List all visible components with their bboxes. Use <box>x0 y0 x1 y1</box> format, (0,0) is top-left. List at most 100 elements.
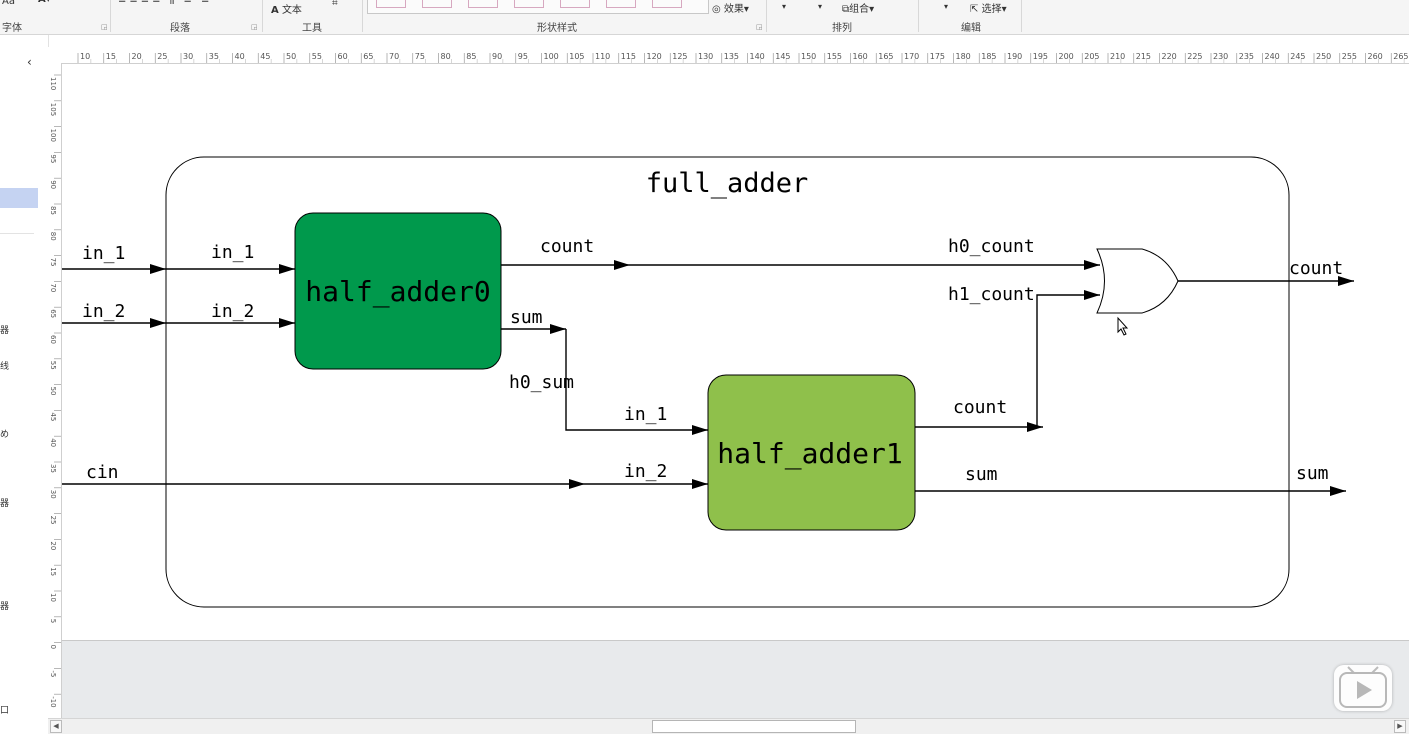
or-gate[interactable] <box>1096 248 1179 314</box>
arrange-group-label: 排列 <box>832 23 852 34</box>
ruler-tick-label: 165 <box>878 52 893 61</box>
connector-tool-icon[interactable]: ⌗ <box>332 0 338 9</box>
scrollbar-thumb[interactable] <box>652 720 856 733</box>
ruler-tick-label: 5 <box>49 619 57 623</box>
selected-panel-item[interactable] <box>0 188 38 208</box>
horizontal-scrollbar[interactable]: ◀ ▶ <box>48 718 1409 734</box>
ruler-tick-label: 125 <box>672 52 687 61</box>
paragraph-align-icons[interactable]: ≡≡≡≡ ⫼ ≡ ≡ <box>118 0 213 6</box>
label-h0-sum: h0_sum <box>509 372 574 393</box>
half-adder0-block[interactable] <box>294 212 502 370</box>
ruler-tick-label: 100 <box>49 129 57 142</box>
ruler-tick-label: 20 <box>132 52 142 61</box>
ruler-tick-label: 0 <box>49 645 57 649</box>
ruler-tick-label: 20 <box>49 541 57 550</box>
ruler-tick-label: 45 <box>49 412 57 421</box>
label-in1-external: in_1 <box>82 243 125 264</box>
select-button[interactable]: ⇱ 选择▾ <box>970 4 1007 15</box>
shape-style-gallery[interactable] <box>367 0 709 14</box>
ruler-tick-label: 90 <box>49 180 57 189</box>
label-ha0-sum: sum <box>510 307 543 328</box>
canvas-pasteboard <box>62 640 1409 719</box>
label-ha1-sum: sum <box>965 464 998 485</box>
ruler-tick-label: 55 <box>49 361 57 370</box>
ruler-tick-label: 235 <box>1239 52 1254 61</box>
vertical-ruler-ticks: 1101051009590858075706560555045403530252… <box>49 74 61 708</box>
text-tool-label: 文本 <box>281 5 302 16</box>
tools-group-label: 工具 <box>302 23 322 34</box>
ruler-tick-label: 265 <box>1393 52 1408 61</box>
ruler-tick-label: 220 <box>1162 52 1177 61</box>
ruler-tick-label: 60 <box>338 52 348 61</box>
collapse-panel-icon[interactable]: ‹ <box>27 55 32 69</box>
full-adder-container[interactable] <box>165 156 1290 608</box>
text-tool-icon: A <box>271 5 279 16</box>
ruler-tick-label: 200 <box>1059 52 1074 61</box>
edit-group-label: 编辑 <box>961 23 981 34</box>
ruler-tick-label: 10 <box>80 52 90 61</box>
ruler-tick-label: 120 <box>647 52 662 61</box>
ruler-tick-label: 225 <box>1187 52 1202 61</box>
panel-item[interactable]: め <box>0 430 10 440</box>
ruler-tick-label: 145 <box>775 52 790 61</box>
label-ha1-in1: in_1 <box>624 404 667 425</box>
ruler-tick-label: 180 <box>956 52 971 61</box>
full-adder-diagram: full_adder half_adder0 half_adder1 <box>62 156 1354 608</box>
ruler-tick-label: 185 <box>981 52 996 61</box>
label-h1-count: h1_count <box>948 284 1035 305</box>
drawing-canvas[interactable]: full_adder half_adder0 half_adder1 <box>62 64 1409 640</box>
ruler-tick-label: 195 <box>1033 52 1048 61</box>
ruler-tick-label: 240 <box>1265 52 1280 61</box>
paragraph-dialog-launcher-icon[interactable]: ◲ <box>251 23 258 31</box>
group-button[interactable]: ⧉组合▾ <box>842 4 875 15</box>
panel-item[interactable]: 线 <box>0 362 10 372</box>
text-tool-button[interactable]: A 文本 <box>271 1 302 16</box>
paragraph-group-label: 段落 <box>170 23 190 34</box>
ruler-tick-label: 75 <box>49 258 57 267</box>
ruler-tick-label: 75 <box>415 52 425 61</box>
ruler-tick-label: 100 <box>544 52 559 61</box>
ruler-tick-label: -5 <box>49 670 57 677</box>
label-ha0-in1: in_1 <box>211 242 254 263</box>
ruler-tick-label: 80 <box>441 52 451 61</box>
ruler-tick-label: 70 <box>389 52 399 61</box>
ruler-tick-label: 105 <box>49 103 57 116</box>
video-play-button[interactable] <box>1334 665 1392 711</box>
font-size-dropdown[interactable]: Aa <box>2 0 15 7</box>
font-dialog-launcher-icon[interactable]: ◲ <box>101 23 108 31</box>
position-dropdown-icon[interactable]: ▾ <box>818 2 823 11</box>
shape-styles-launcher-icon[interactable]: ◲ <box>756 23 763 31</box>
wire-h1-count <box>1036 290 1100 427</box>
font-color-icon[interactable]: A▾ <box>38 0 51 5</box>
ruler-tick-label: 205 <box>1084 52 1099 61</box>
ruler-tick-label: 150 <box>801 52 816 61</box>
label-in2-external: in_2 <box>82 301 125 322</box>
ribbon-toolbar: Aa A▾ 字体 ◲ ≡≡≡≡ ⫼ ≡ ≡ 段落 ◲ A 文本 ⌗ 工具 ◎ 效… <box>0 0 1409 35</box>
panel-item[interactable]: 口 <box>0 706 10 716</box>
ruler-tick-label: 80 <box>49 232 57 241</box>
edit-dropdown-icon[interactable]: ▾ <box>944 2 949 11</box>
ruler-tick-label: 50 <box>49 387 57 396</box>
effects-button[interactable]: ◎ 效果▾ <box>712 4 749 15</box>
shape-styles-group-label: 形状样式 <box>537 23 577 34</box>
ruler-tick-label: 40 <box>49 438 57 447</box>
ruler-tick-label: 85 <box>49 206 57 215</box>
font-group-label: 字体 <box>2 23 22 34</box>
label-out-sum: sum <box>1296 463 1329 484</box>
ruler-tick-label: 90 <box>492 52 502 61</box>
panel-item[interactable]: 器 <box>0 602 10 612</box>
scroll-right-arrow-icon[interactable]: ▶ <box>1394 720 1406 733</box>
group-icon: ⧉ <box>842 4 850 15</box>
scroll-left-arrow-icon[interactable]: ◀ <box>50 720 62 733</box>
ruler-tick-label: 95 <box>49 154 57 163</box>
label-h0-count: h0_count <box>948 236 1035 257</box>
arrange-dropdown-icon[interactable]: ▾ <box>782 2 787 11</box>
ruler-tick-label: 15 <box>106 52 116 61</box>
select-cursor-icon: ⇱ <box>970 4 979 15</box>
ruler-tick-label: 155 <box>827 52 842 61</box>
half-adder1-block[interactable] <box>707 374 916 531</box>
ruler-tick-label: 45 <box>260 52 270 61</box>
panel-item[interactable]: 器 <box>0 499 10 509</box>
ruler-tick-label: 210 <box>1110 52 1125 61</box>
panel-item[interactable]: 器 <box>0 326 10 336</box>
